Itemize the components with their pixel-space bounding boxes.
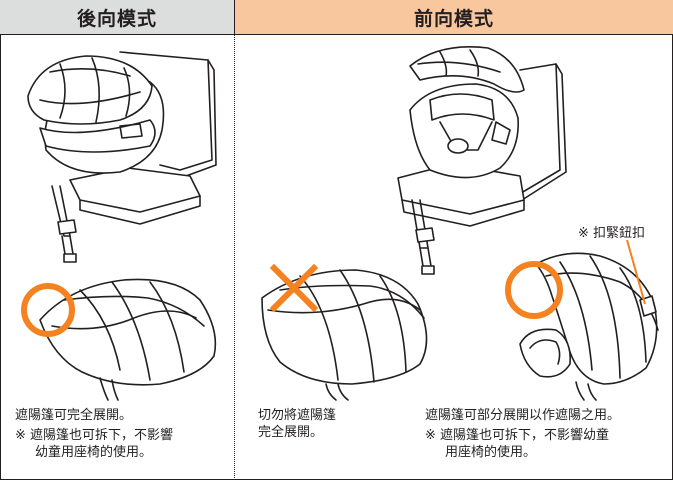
prohibited-cross-icon: [269, 263, 319, 313]
highlight-circle-right: [505, 261, 563, 319]
left-caption-note-1: ※ 遮陽篷也可拆下，不影響: [15, 428, 174, 443]
right-caption: 遮陽篷可部分展開以作遮陽之用。 ※ 遮陽篷也可拆下，不影響幼童 用座椅的使用。: [425, 407, 620, 461]
right-caption-note-2: 用座椅的使用。: [445, 445, 537, 460]
canopy-partially-open-illustration: [519, 252, 659, 401]
left-caption-note-2: 幼童用座椅的使用。: [35, 445, 153, 460]
buckle-callout-line: [626, 239, 646, 305]
middle-caption-line-2: 完全展開。: [258, 425, 324, 440]
canopy-fully-open-illustration: [39, 278, 217, 401]
rear-facing-header: 後向模式: [0, 0, 234, 35]
left-caption: 遮陽篷可完全展開。 ※ 遮陽篷也可拆下，不影響 幼童用座椅的使用。: [15, 407, 173, 461]
buckle-callout-label: ※ 扣緊鈕扣: [578, 226, 646, 241]
column-divider: [234, 35, 235, 480]
rear-facing-car-seat-illustration: [27, 51, 217, 263]
highlight-circle-left: [21, 283, 75, 337]
middle-caption-line-1: 切勿將遮陽篷: [258, 408, 337, 423]
left-caption-main: 遮陽篷可完全展開。: [15, 408, 133, 423]
forward-facing-header: 前向模式: [234, 0, 673, 35]
middle-caption: 切勿將遮陽篷 完全展開。: [258, 407, 336, 441]
canopy-fully-open-prohibited-illustration: [261, 269, 428, 401]
right-caption-note-1: ※ 遮陽篷也可拆下，不影響幼童: [425, 428, 610, 443]
forward-facing-car-seat-illustration: [397, 46, 567, 275]
right-caption-main: 遮陽篷可部分展開以作遮陽之用。: [425, 408, 621, 423]
